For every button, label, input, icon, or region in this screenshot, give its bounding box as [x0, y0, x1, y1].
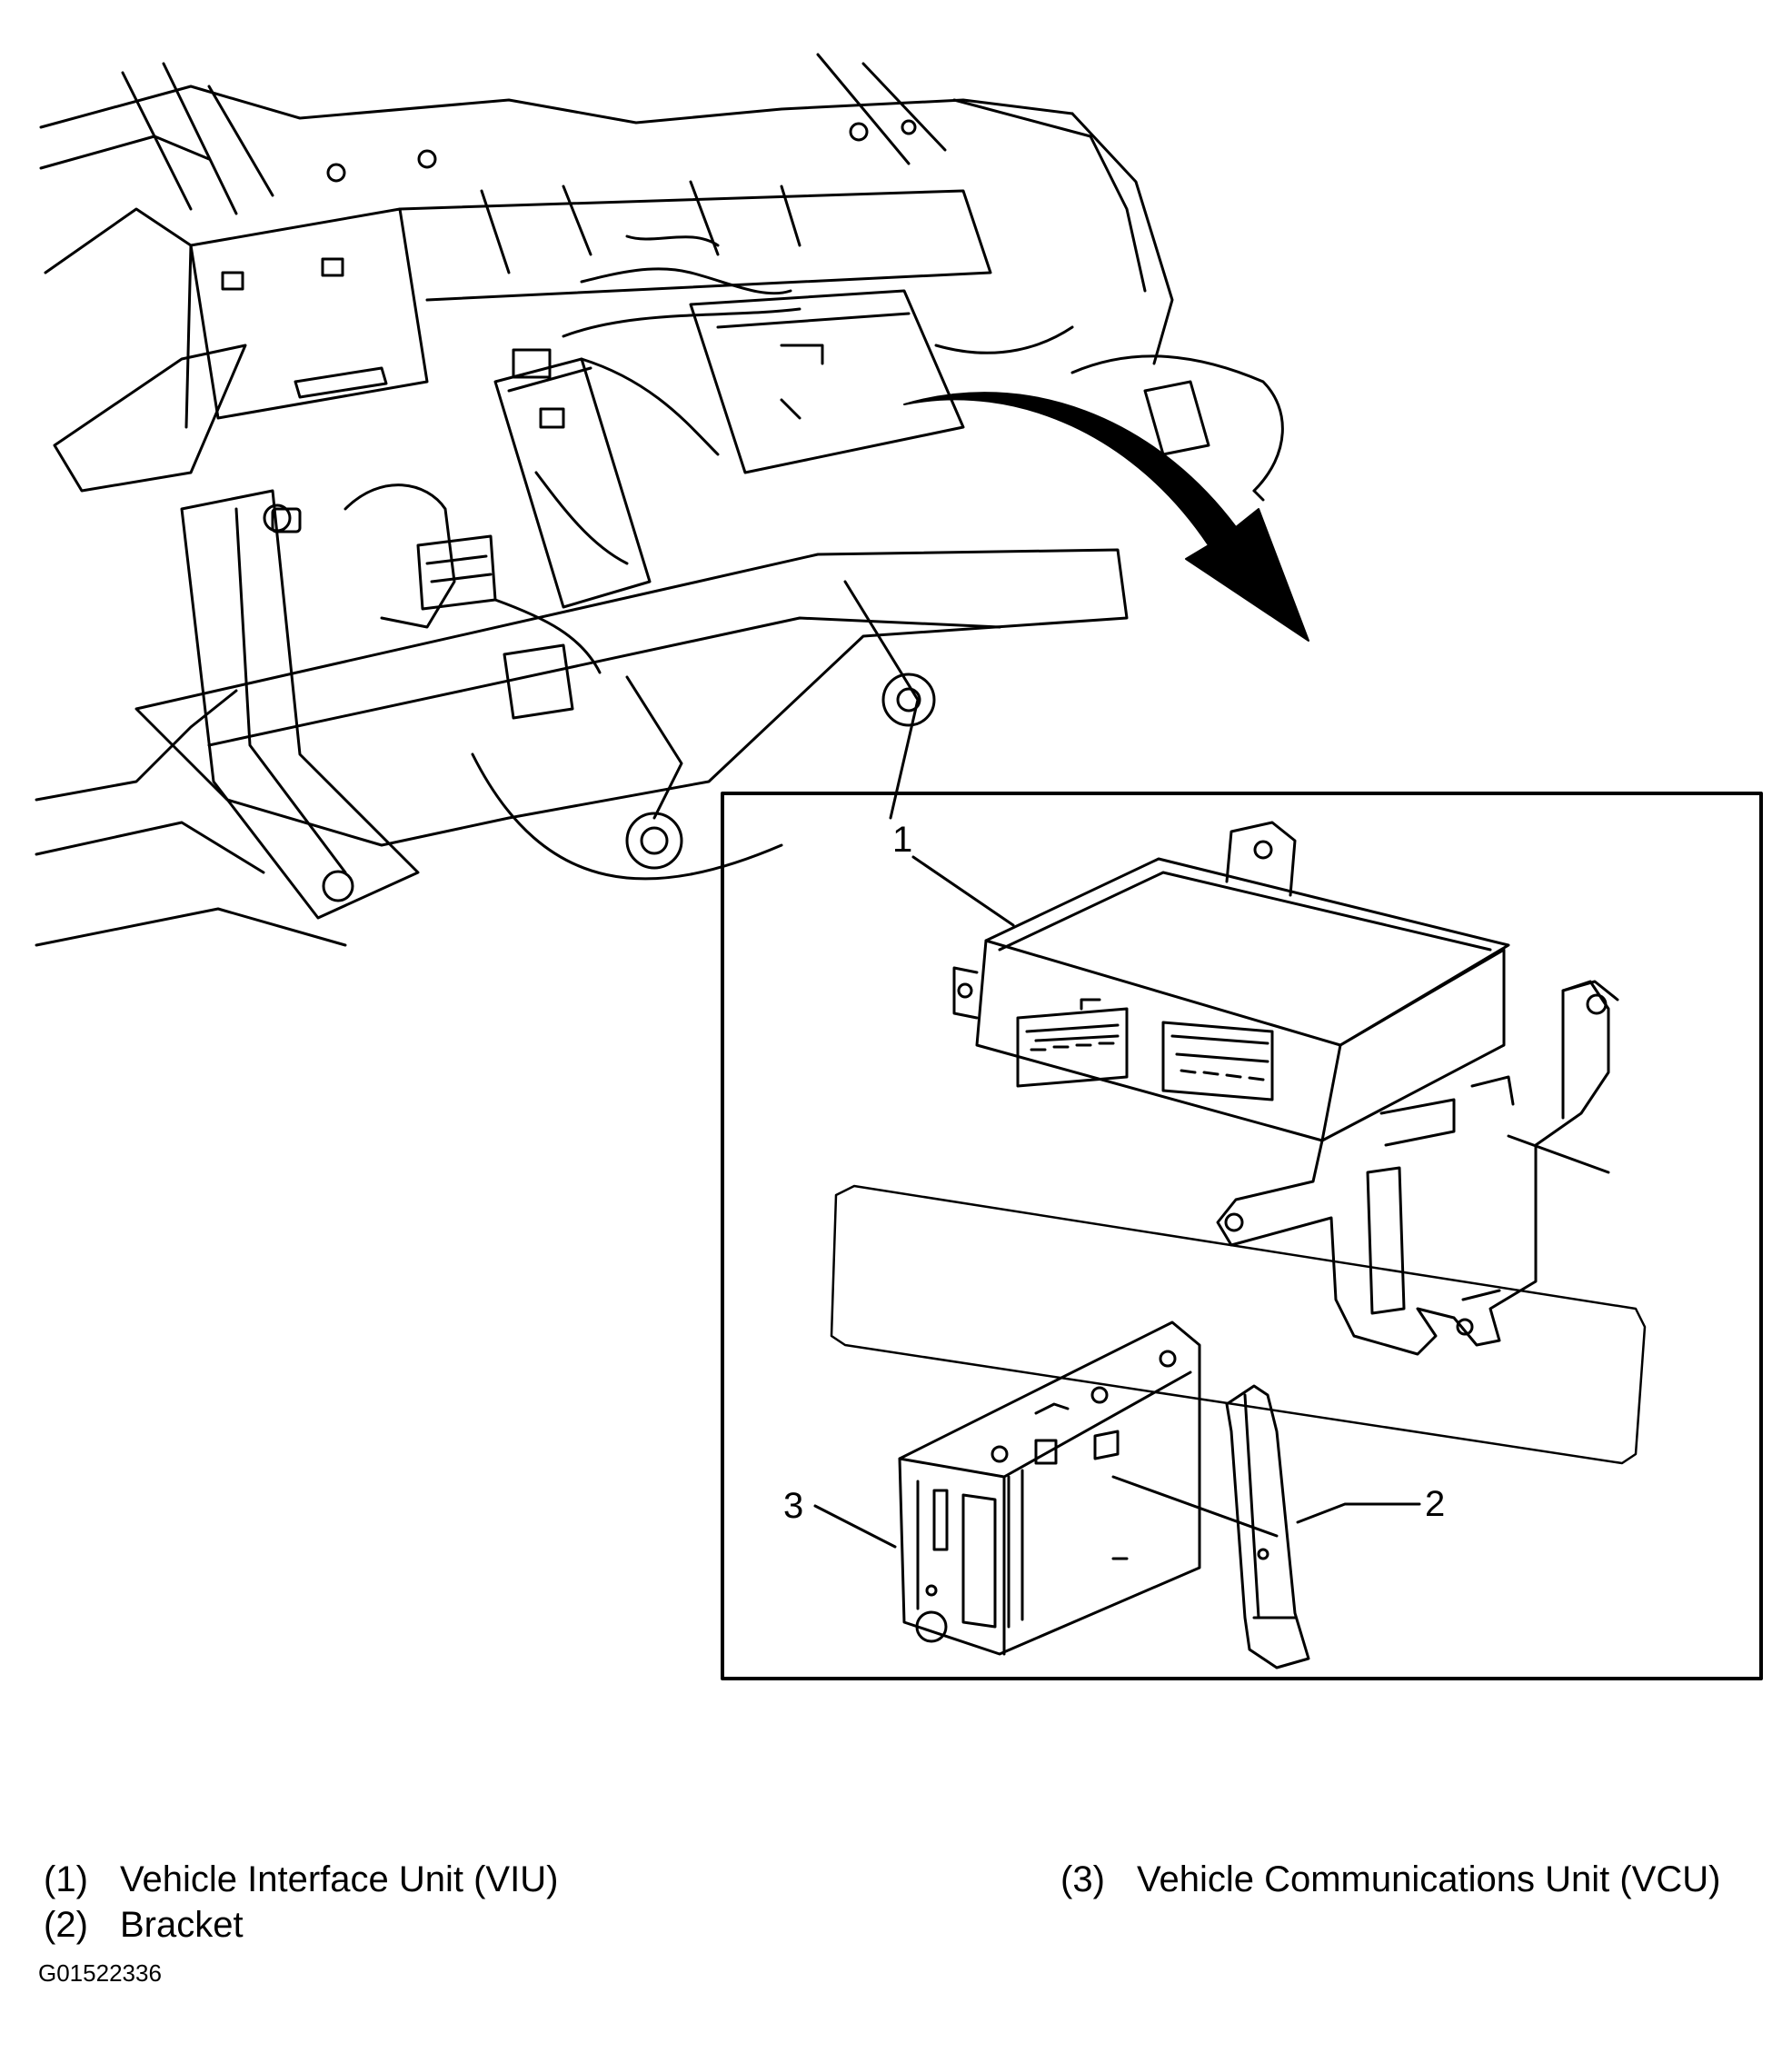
- callout-2-leader: [1296, 1502, 1421, 1524]
- legend-label: Vehicle Interface Unit (VIU): [120, 1859, 559, 1899]
- vehicle-dash-structure: [35, 53, 1284, 947]
- legend-item-1: (1) Vehicle Interface Unit (VIU): [44, 1861, 558, 1898]
- legend-label: Vehicle Communications Unit (VCU): [1137, 1859, 1721, 1899]
- vehicle-communications-unit: [898, 1320, 1279, 1656]
- legend-number: (1): [44, 1859, 88, 1899]
- legend-item-3: (3) Vehicle Communications Unit (VCU): [1060, 1861, 1720, 1898]
- viu-mounting-bracket: [1216, 980, 1619, 1356]
- detail-inset-frame: [721, 792, 1763, 1680]
- legend-number: (3): [1060, 1859, 1105, 1899]
- removal-arrow: [903, 392, 1309, 642]
- legend-number: (2): [44, 1905, 88, 1945]
- legend-item-2: (2) Bracket: [44, 1907, 244, 1943]
- vehicle-interface-unit: [952, 821, 1510, 1142]
- callout-1-leader: [911, 855, 1015, 927]
- callout-3-leader: [813, 1504, 897, 1549]
- callout-1: 1: [892, 820, 912, 860]
- legend-label: Bracket: [120, 1905, 244, 1945]
- callout-3: 3: [783, 1486, 803, 1526]
- vcu-bracket: [1225, 1384, 1310, 1669]
- callout-2: 2: [1425, 1484, 1445, 1524]
- mounting-plane-outline: [830, 1184, 1647, 1465]
- figure-id: G01522336: [38, 1959, 162, 1987]
